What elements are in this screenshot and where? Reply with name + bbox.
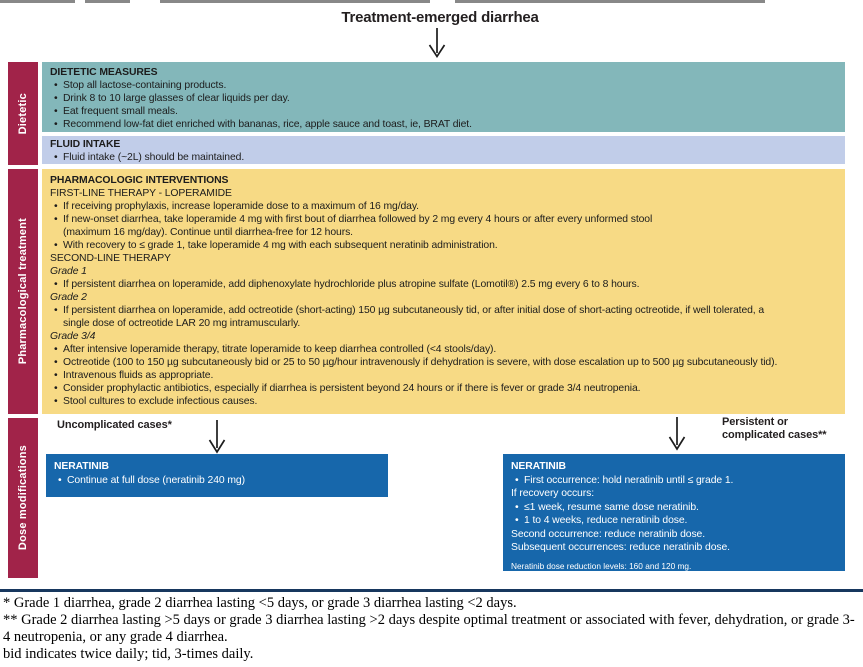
bullet-item-continuation: single dose of octreotide LAR 20 mg intr… <box>63 318 301 329</box>
sidebar-label-dietetic: Dietetic <box>8 62 38 165</box>
bullet-item: If new-onset diarrhea, take loperamide 4… <box>50 213 837 226</box>
bullet-item: With recovery to ≤ grade 1, take loperam… <box>50 239 837 252</box>
bullet-item: Octreotide (100 to 150 µg subcutaneously… <box>50 356 837 369</box>
bullet-item: Intravenous fluids as appropriate. <box>50 369 837 382</box>
footnote-divider-rule <box>0 589 863 592</box>
bullet-item: After intensive loperamide therapy, titr… <box>50 343 837 356</box>
grade-2-label: Grade 2 <box>50 292 87 303</box>
fluid-intake-header: FLUID INTAKE <box>50 139 121 150</box>
neratinib-header: NERATINIB <box>54 461 109 472</box>
bullet-item: Consider prophylactic antibiotics, espec… <box>50 382 837 395</box>
text-line: If recovery occurs: <box>511 488 594 499</box>
arrow-down-icon <box>208 420 226 454</box>
dietetic-measures-header: DIETETIC MEASURES <box>50 67 158 78</box>
bullet-item: First occurrence: hold neratinib until ≤… <box>511 474 837 488</box>
sidebar-label-dietetic-text: Dietetic <box>17 92 29 135</box>
bullet-item: 1 to 4 weeks, reduce neratinib dose. <box>511 514 837 528</box>
dietetic-measures-box: DIETETIC MEASURES Stop all lactose-conta… <box>42 62 845 132</box>
dose-reduction-note: Neratinib dose reduction levels: 160 and… <box>511 560 692 571</box>
second-line-therapy-label: SECOND-LINE THERAPY <box>50 253 171 264</box>
fluid-intake-box: FLUID INTAKE Fluid intake (~2L) should b… <box>42 136 845 164</box>
bullet-item: If persistent diarrhea on loperamide, ad… <box>50 278 837 291</box>
neratinib-dose-modification-box: NERATINIB First occurrence: hold neratin… <box>503 454 845 571</box>
bullet-item-continuation: (maximum 16 mg/day). Continue until diar… <box>63 227 353 238</box>
bullet-item: If persistent diarrhea on loperamide, ad… <box>50 304 837 317</box>
persistent-complicated-cases-label: Persistent or complicated cases** <box>722 416 857 442</box>
figure-title: Treatment-emerged diarrhea <box>341 9 539 26</box>
bullet-item: Drink 8 to 10 large glasses of clear liq… <box>50 92 837 105</box>
neratinib-full-dose-box: NERATINIB Continue at full dose (neratin… <box>46 454 388 497</box>
bullet-item: Continue at full dose (neratinib 240 mg) <box>54 474 380 488</box>
bullet-item: Recommend low-fat diet enriched with ban… <box>50 118 837 131</box>
sidebar-label-pharmacological-treatment: Pharmacological treatment <box>8 169 38 414</box>
footnotes: * Grade 1 diarrhea, grade 2 diarrhea las… <box>3 595 860 663</box>
cropped-text-artifact <box>455 0 765 3</box>
footnote-grade1: * Grade 1 diarrhea, grade 2 diarrhea las… <box>3 595 517 611</box>
cropped-text-artifact <box>85 0 130 3</box>
pharmacologic-interventions-box: PHARMACOLOGIC INTERVENTIONS FIRST-LINE T… <box>42 169 845 414</box>
first-line-therapy-label: FIRST-LINE THERAPY - LOPERAMIDE <box>50 188 232 199</box>
cropped-text-artifact <box>0 0 75 3</box>
footnote-abbreviations: bid indicates twice daily; tid, 3-times … <box>3 646 254 662</box>
arrow-down-icon <box>428 28 446 59</box>
persistent-label-line2: complicated cases** <box>722 429 827 441</box>
grade-1-label: Grade 1 <box>50 266 87 277</box>
bullet-item: Stop all lactose-containing products. <box>50 79 837 92</box>
bullet-item: ≤1 week, resume same dose neratinib. <box>511 501 837 515</box>
footnote-grade2: ** Grade 2 diarrhea lasting >5 days or g… <box>3 612 855 645</box>
neratinib-header: NERATINIB <box>511 461 566 472</box>
arrow-down-icon <box>668 417 686 451</box>
bullet-item: Stool cultures to exclude infectious cau… <box>50 395 837 408</box>
sidebar-label-pharmacological-text: Pharmacological treatment <box>17 218 29 365</box>
pharmacologic-header: PHARMACOLOGIC INTERVENTIONS <box>50 175 229 186</box>
grade-3-4-label: Grade 3/4 <box>50 331 96 342</box>
cropped-text-artifact <box>160 0 430 3</box>
bullet-item: If receiving prophylaxis, increase loper… <box>50 200 837 213</box>
text-line: Subsequent occurrences: reduce neratinib… <box>511 542 730 553</box>
sidebar-label-dose-text: Dose modifications <box>17 445 29 551</box>
bullet-item: Eat frequent small meals. <box>50 105 837 118</box>
uncomplicated-cases-label: Uncomplicated cases* <box>57 419 172 431</box>
text-line: Second occurrence: reduce neratinib dose… <box>511 528 706 540</box>
bullet-item: Fluid intake (~2L) should be maintained. <box>50 151 837 164</box>
persistent-label-line1: Persistent or <box>722 416 788 428</box>
sidebar-label-dose-modifications: Dose modifications <box>8 418 38 578</box>
